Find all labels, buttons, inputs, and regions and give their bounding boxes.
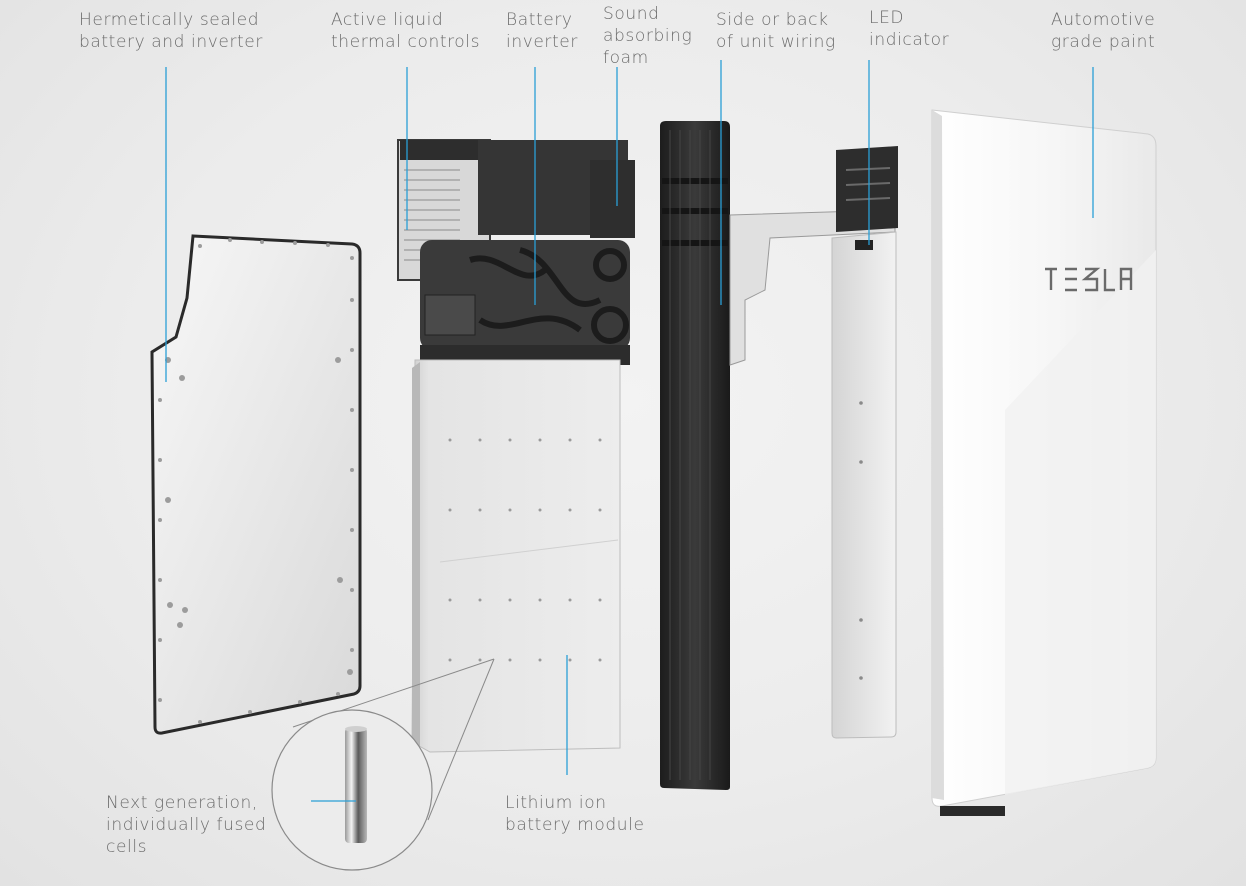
wiring-cover-panel xyxy=(660,121,730,790)
label-thermal-controls: Active liquid thermal controls xyxy=(331,9,480,53)
label-line: battery module xyxy=(505,815,645,835)
label-line: Active liquid xyxy=(331,10,444,30)
tesla-logo xyxy=(1043,264,1133,294)
lithium-battery-module xyxy=(411,359,621,753)
sealed-back-panel xyxy=(150,234,362,735)
label-line: individually fused xyxy=(106,815,267,835)
label-line: of unit wiring xyxy=(716,32,836,52)
label-line: cells xyxy=(106,837,148,857)
label-line: Sound xyxy=(603,4,660,24)
label-line: inverter xyxy=(506,32,578,52)
led-indicator-rail xyxy=(831,146,898,739)
battery-inverter-assembly xyxy=(420,240,630,365)
label-automotive-paint: Automotive grade paint xyxy=(1051,9,1155,53)
label-line: Side or back xyxy=(716,10,829,30)
label-line: Next generation, xyxy=(106,793,258,813)
label-line: Automotive xyxy=(1051,10,1156,30)
cell-magnifier xyxy=(271,658,495,871)
label-unit-wiring: Side or back of unit wiring xyxy=(716,9,836,53)
outer-cover xyxy=(931,109,1157,816)
label-sound-foam: Sound absorbing foam xyxy=(603,3,692,69)
label-battery-inverter: Battery inverter xyxy=(506,9,578,53)
label-line: indicator xyxy=(869,30,950,50)
label-fused-cells: Next generation, individually fused cell… xyxy=(106,792,266,858)
leader-lines xyxy=(165,60,1094,802)
label-line: grade paint xyxy=(1051,32,1156,52)
label-line: battery and inverter xyxy=(79,32,263,52)
label-line: Hermetically sealed xyxy=(79,10,260,30)
label-line: LED xyxy=(869,8,905,28)
label-hermetically-sealed: Hermetically sealed battery and inverter xyxy=(79,9,263,53)
label-line: Lithium ion xyxy=(505,793,607,813)
label-lithium-module: Lithium ion battery module xyxy=(505,792,645,836)
label-line: thermal controls xyxy=(331,32,481,52)
label-line: Battery xyxy=(506,10,573,30)
label-line: absorbing xyxy=(603,26,693,46)
label-led-indicator: LED indicator xyxy=(869,7,949,51)
label-line: foam xyxy=(603,48,649,68)
